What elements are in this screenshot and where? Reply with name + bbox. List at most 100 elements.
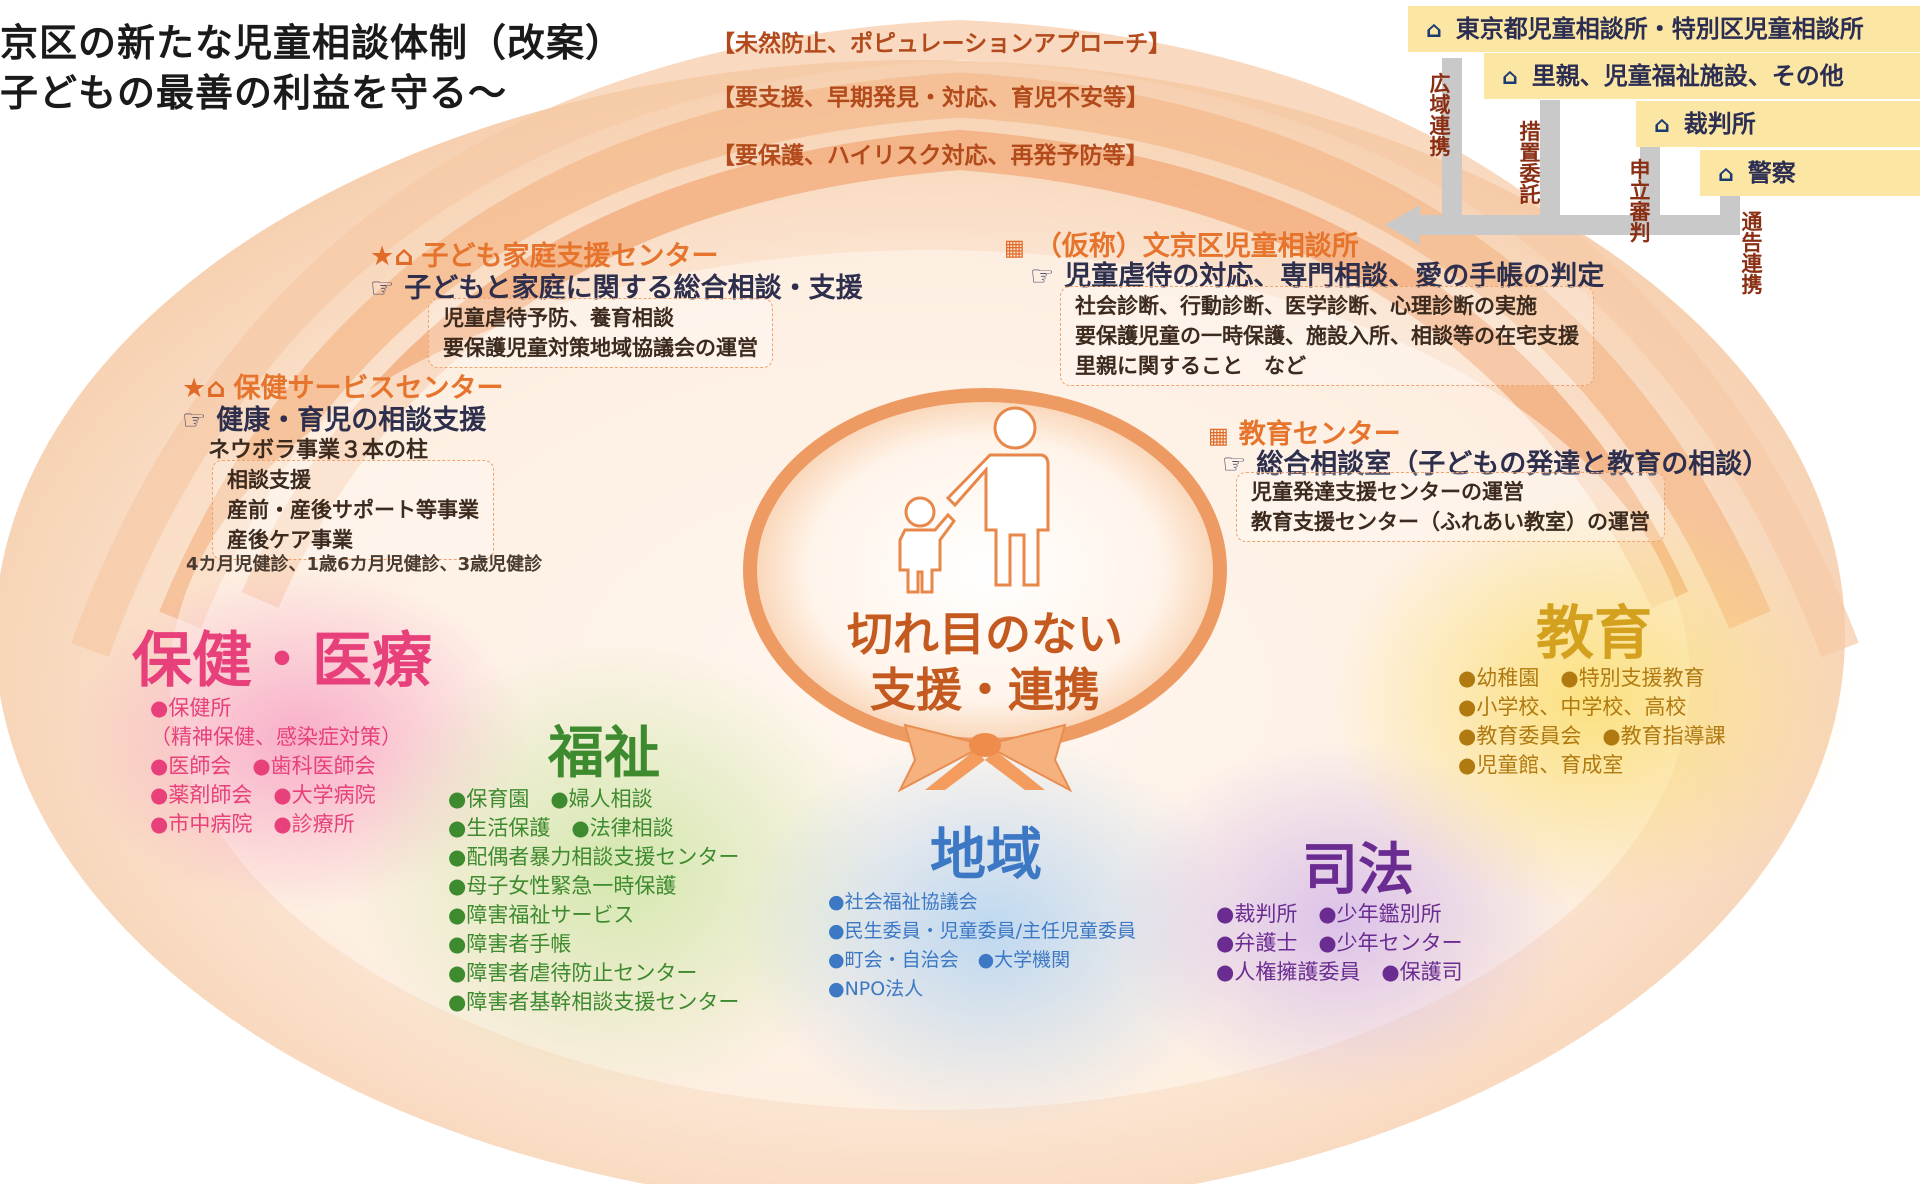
link-label-tsukoku: 通告連携 <box>1741 210 1763 297</box>
home-icon: ⌂ <box>1502 65 1518 90</box>
building-icon: ▦ <box>1004 236 1025 261</box>
link-label-sochi: 措置委託 <box>1519 120 1541 207</box>
field-hoken-iryo-list: ●保健所 （精神保健、感染症対策） ●医師会 ●歯科医師会 ●薬剤師会 ●大学病… <box>150 694 402 839</box>
external-label: 裁判所 <box>1683 110 1756 138</box>
kodomo-item: 要保護児童対策地域協議会の運営 <box>443 336 758 360</box>
field-item: ●幼稚園 ●特別支援教育 <box>1458 666 1705 690</box>
field-kyoiku-list: ●幼稚園 ●特別支援教育 ●小学校、中学校、高校 ●教育委員会 ●教育指導課 ●… <box>1458 664 1726 780</box>
pointing-hand-icon: ☞ <box>370 273 395 304</box>
external-label: 警察 <box>1747 159 1796 187</box>
center-ring-fill <box>750 395 1220 745</box>
field-item: ●生活保護 ●法律相談 <box>448 816 674 840</box>
external-label: 里親、児童福祉施設、その他 <box>1531 62 1844 90</box>
center-label: 切れ目のない 支援・連携 <box>790 606 1180 718</box>
field-item: ●配偶者暴力相談支援センター <box>448 845 740 869</box>
field-item: ●民生委員・児童委員/主任児童委員 <box>828 920 1136 942</box>
hoken-center-name: 保健サービスセンター <box>233 373 504 404</box>
hoken-neuvola-label: ネウボラ事業３本の柱 <box>208 438 429 463</box>
hoken-checkup-note: 4カ月児健診、1歳6カ月児健診、3歳児健診 <box>186 554 543 575</box>
ribbon-tail-right <box>985 750 1045 790</box>
hoken-center-box: 相談支援 産前・産後サポート等事業 産後ケア事業 <box>212 460 494 560</box>
parent-child-pictogram <box>898 406 1050 594</box>
jido-item: 里親に関すること など <box>1075 354 1306 378</box>
hoken-item: 産前・産後サポート等事業 <box>227 498 479 522</box>
kodomo-center-title: ★⌂子ども家庭支援センター <box>370 234 719 273</box>
hoken-center-title: ★⌂保健サービスセンター <box>182 366 504 405</box>
arc-band-2 <box>159 72 1771 629</box>
pointing-hand-icon: ☞ <box>1030 261 1055 292</box>
home-icon: ⌂ <box>1654 113 1670 138</box>
arc-band-1 <box>71 19 1859 658</box>
jido-item: 社会診断、行動診断、医学診断、心理診断の実施 <box>1075 294 1537 318</box>
field-item: （精神保健、感染症対策） <box>150 725 402 749</box>
page-title: 京区の新たな児童相談体制（改案） <box>0 21 625 65</box>
jido-item: 要保護児童の一時保護、施設入所、相談等の在宅支援 <box>1075 324 1579 348</box>
blob-kyoiku <box>1330 490 1850 910</box>
connector-lines <box>1420 58 1740 235</box>
center-label-line1: 切れ目のない <box>847 607 1123 661</box>
pyramid-label-2: 【要支援、早期発見・対応、育児不安等】 <box>712 85 1149 111</box>
external-jidosodanjo: ⌂ 東京都児童相談所・特別区児童相談所 <box>1408 6 1920 52</box>
pyramid-label-3: 【要保護、ハイリスク対応、再発予防等】 <box>712 143 1149 169</box>
connector-arrowhead <box>1385 205 1420 245</box>
field-hoken-iryo-title: 保健・医療 <box>132 626 432 696</box>
kyoiku-item: 教育支援センター（ふれあい教室）の運営 <box>1251 510 1650 534</box>
jido-center-name: （仮称）文京区児童相談所 <box>1034 231 1359 262</box>
field-item: ●医師会 ●歯科医師会 <box>150 754 376 778</box>
external-satooya: ⌂ 里親、児童福祉施設、その他 <box>1484 53 1920 99</box>
home-icon: ⌂ <box>1426 18 1442 43</box>
kyoiku-center-name: 教育センター <box>1238 419 1401 450</box>
building-icon: ▦ <box>1208 424 1229 449</box>
pyramid-label-1: 【未然防止、ポピュレーションアプローチ】 <box>712 31 1172 57</box>
kyoiku-center-box: 児童発達支援センターの運営 教育支援センター（ふれあい教室）の運営 <box>1236 472 1665 542</box>
field-shiho-list: ●裁判所 ●少年鑑別所 ●弁護士 ●少年センター ●人権擁護委員 ●保護司 <box>1216 900 1463 987</box>
field-item: ●児童館、育成室 <box>1458 753 1624 777</box>
ribbon-left <box>897 723 988 793</box>
kyoiku-center-sub-text: 総合相談室（子どもの発達と教育の相談） <box>1256 449 1770 480</box>
field-item: ●NPO法人 <box>828 978 924 1000</box>
kyoiku-item: 児童発達支援センターの運営 <box>1251 480 1524 504</box>
center-label-line2: 支援・連携 <box>870 663 1100 717</box>
field-item: ●薬剤師会 ●大学病院 <box>150 783 376 807</box>
field-shiho-title: 司法 <box>1302 838 1414 903</box>
jido-center-title: ▦ （仮称）文京区児童相談所 <box>1004 224 1359 263</box>
star-home-icon: ★⌂ <box>182 373 226 404</box>
page-subtitle: 子どもの最善の利益を守る〜 <box>0 71 508 115</box>
ribbon-tail-left <box>925 750 985 790</box>
link-label-moushitate: 申立審判 <box>1629 158 1651 245</box>
field-item: ●弁護士 ●少年センター <box>1216 931 1463 955</box>
field-chiiki-title: 地域 <box>930 823 1042 888</box>
ribbon-right <box>982 723 1073 793</box>
hoken-item: 相談支援 <box>227 468 311 492</box>
field-item: ●障害者手帳 <box>448 932 572 956</box>
kodomo-center-name: 子ども家庭支援センター <box>421 241 719 272</box>
field-item: ●母子女性緊急一時保護 <box>448 874 677 898</box>
field-item: ●教育委員会 ●教育指導課 <box>1458 724 1726 748</box>
field-item: ●障害福祉サービス <box>448 903 635 927</box>
field-item: ●小学校、中学校、高校 <box>1458 695 1687 719</box>
kodomo-item: 児童虐待予防、養育相談 <box>443 306 674 330</box>
field-item: ●障害者基幹相談支援センター <box>448 990 740 1014</box>
external-saibansho: ⌂ 裁判所 <box>1636 101 1920 147</box>
external-keisatsu: ⌂警察 <box>1700 150 1920 196</box>
field-fukushi-title: 福祉 <box>548 721 660 786</box>
link-label-kouiki: 広域連携 <box>1429 72 1451 159</box>
field-chiiki-list: ●社会福祉協議会 ●民生委員・児童委員/主任児童委員 ●町会・自治会 ●大学機関… <box>828 888 1136 1004</box>
field-item: ●社会福祉協議会 <box>828 891 978 913</box>
external-label: 東京都児童相談所・特別区児童相談所 <box>1455 15 1864 43</box>
field-item: ●市中病院 ●診療所 <box>150 812 355 836</box>
jido-center-box: 社会診断、行動診断、医学診断、心理診断の実施 要保護児童の一時保護、施設入所、相… <box>1060 286 1594 386</box>
star-home-icon: ★⌂ <box>370 241 414 272</box>
field-item: ●保育園 ●婦人相談 <box>448 787 653 811</box>
hoken-center-sub: ☞健康・育児の相談支援 <box>182 398 486 437</box>
kyoiku-center-title: ▦ 教育センター <box>1208 412 1401 451</box>
field-item: ●保健所 <box>150 696 232 720</box>
kodomo-center-box: 児童虐待予防、養育相談 要保護児童対策地域協議会の運営 <box>428 298 773 368</box>
field-item: ●裁判所 ●少年鑑別所 <box>1216 902 1442 926</box>
kyoiku-center-sub: ☞総合相談室（子どもの発達と教育の相談） <box>1222 442 1769 481</box>
field-item: ●町会・自治会 ●大学機関 <box>828 949 1071 971</box>
field-fukushi-list: ●保育園 ●婦人相談 ●生活保護 ●法律相談 ●配偶者暴力相談支援センター ●母… <box>448 785 739 1017</box>
ribbon-knot <box>969 733 1001 757</box>
field-item: ●障害者虐待防止センター <box>448 961 698 985</box>
